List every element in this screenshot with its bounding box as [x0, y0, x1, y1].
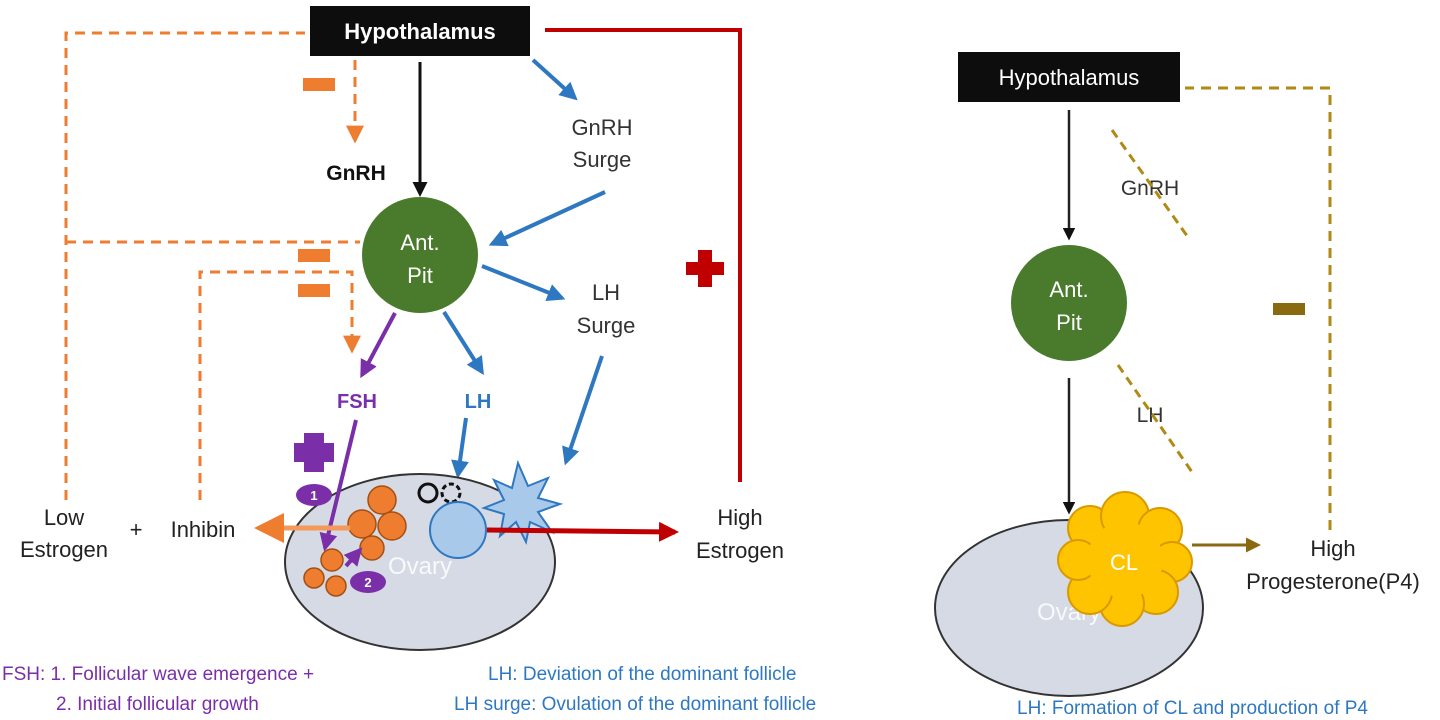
- follicle-to-high-estrogen-arrow: [486, 521, 679, 542]
- right-anterior-pituitary: Ant. Pit: [1011, 245, 1127, 361]
- red-plus-sign: [686, 250, 724, 287]
- left-antpit-label-1: Ant.: [400, 230, 439, 255]
- lh-label: LH: [465, 391, 492, 413]
- low-estrogen-label-2: Estrogen: [20, 537, 108, 562]
- left-panel: Hypothalamus GnRH GnRH Surge LH Surge An…: [2, 6, 816, 715]
- antpit-to-fsh-arrow: [360, 312, 397, 379]
- purple-plus-sign: [294, 433, 334, 472]
- right-hypothalamus-label: Hypothalamus: [999, 65, 1140, 90]
- high-estrogen-label-2: Estrogen: [696, 538, 784, 563]
- gnrh-surge-to-antpit-arrow: [488, 190, 606, 247]
- gnrh-blocked-slash: [1110, 129, 1192, 241]
- orange-follicles: [303, 485, 407, 597]
- badge-2: 2: [350, 571, 386, 593]
- right-panel: Hypothalamus GnRH Ant. Pit LH Ovary: [934, 52, 1420, 719]
- left-hypothalamus-label: Hypothalamus: [344, 19, 496, 44]
- lh-surge-label-2: Surge: [577, 313, 636, 338]
- right-gnrh-label: GnRH: [1121, 177, 1179, 200]
- inhibin-label: Inhibin: [171, 517, 236, 542]
- high-estrogen-positive-feedback-line: [545, 28, 742, 482]
- left-anterior-pituitary: Ant. Pit: [362, 197, 478, 313]
- high-p4-label-2: Progesterone(P4): [1246, 569, 1420, 594]
- minus-sign-antpit-1: [298, 249, 330, 262]
- ovulation-starburst: [480, 459, 564, 546]
- dominant-follicle: [429, 501, 487, 559]
- low-estrogen-to-hypothalamus-line: [64, 31, 305, 500]
- lh-to-follicle-arrow: [451, 417, 469, 479]
- minus-sign-hypothalamus: [303, 78, 335, 91]
- inhibin-to-fsh-line: [198, 270, 361, 500]
- cl-label: CL: [1110, 550, 1138, 575]
- high-p4-label-1: High: [1310, 536, 1355, 561]
- lh-blocked-slash: [1116, 364, 1194, 473]
- follicular-growth-arrow: [343, 547, 363, 568]
- blue-arrows: [442, 58, 606, 479]
- right-lh-label: LH: [1137, 404, 1164, 427]
- left-ovary-label: Ovary: [388, 553, 452, 580]
- olive-minus-sign: [1273, 303, 1305, 315]
- svg-text:2: 2: [364, 575, 371, 590]
- fsh-label: FSH: [337, 391, 377, 413]
- antpit-to-lh-arrow: [442, 310, 484, 376]
- lh-surge-label-1: LH: [592, 280, 620, 305]
- right-antpit-label-2: Pit: [1056, 310, 1082, 335]
- caption-fsh-line-1: FSH: 1. Follicular wave emergence +: [2, 664, 314, 685]
- plus-label: +: [130, 517, 143, 542]
- high-estrogen-label-1: High: [717, 505, 762, 530]
- right-hypothalamus-box: Hypothalamus: [958, 52, 1180, 102]
- small-follicle-outlines: [417, 482, 462, 504]
- right-caption: LH: Formation of CL and production of P4: [1017, 698, 1368, 719]
- hypothalamus-to-gnrh-surge-arrow: [531, 58, 578, 101]
- lh-surge-to-ovulation-arrow: [562, 355, 604, 466]
- left-hypothalamus-box: Hypothalamus: [310, 6, 530, 56]
- caption-lh-line-2: LH surge: Ovulation of the dominant foll…: [454, 694, 816, 715]
- orange-negative-feedback-lines: [64, 31, 364, 500]
- caption-fsh-line-2: 2. Initial follicular growth: [56, 694, 259, 715]
- antpit-to-lh-surge-arrow: [481, 264, 566, 302]
- left-antpit-label-2: Pit: [407, 263, 433, 288]
- left-gnrh-label: GnRH: [326, 162, 386, 185]
- svg-text:1: 1: [310, 488, 317, 503]
- gnrh-surge-label-2: Surge: [573, 147, 632, 172]
- p4-negative-feedback-line: [1185, 86, 1332, 530]
- corpus-luteum: CL: [1057, 491, 1193, 627]
- low-estrogen-label-1: Low: [44, 505, 84, 530]
- gnrh-surge-label-1: GnRH: [571, 115, 632, 140]
- badge-1: 1: [296, 484, 332, 506]
- right-antpit-label-1: Ant.: [1049, 277, 1088, 302]
- minus-sign-antpit-2: [298, 284, 330, 297]
- caption-lh-line-1: LH: Deviation of the dominant follicle: [488, 664, 796, 685]
